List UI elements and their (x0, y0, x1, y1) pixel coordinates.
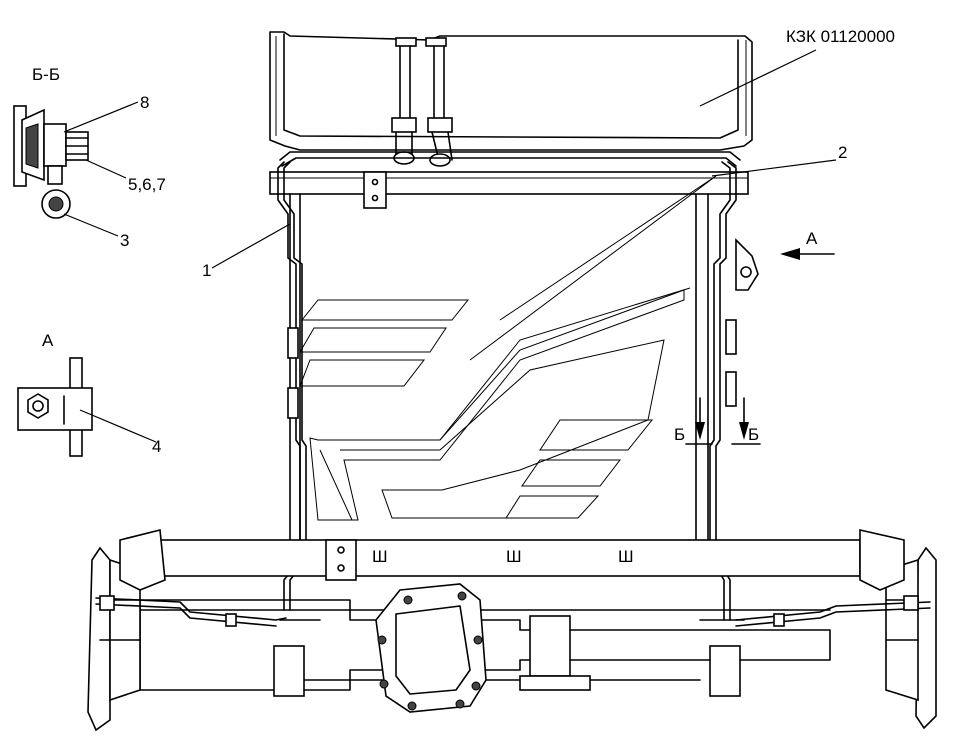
filler-pipes (391, 37, 453, 167)
callout-4: 4 (152, 437, 161, 456)
callout-3: 3 (120, 231, 129, 250)
section-title: Б-Б (32, 65, 60, 84)
radiator-frame (269, 151, 749, 561)
section-markers: Б Б (674, 397, 761, 445)
section-mark-left: Б (674, 425, 685, 444)
view-a-detail (17, 357, 93, 457)
part-number-label: КЗК 01120000 (786, 27, 895, 46)
axle-assembly: Ш Ш Ш (87, 528, 937, 732)
svg-text:Ш: Ш (372, 547, 388, 566)
section-detail (13, 105, 89, 219)
view-arrow-a: А (780, 229, 835, 260)
view-title: А (42, 331, 54, 350)
svg-text:Ш: Ш (506, 547, 522, 566)
callout-2: 2 (838, 143, 847, 162)
callout-8: 8 (140, 93, 149, 112)
leader-lines (63, 49, 837, 443)
view-arrow-label: А (806, 229, 818, 248)
callout-5-6-7: 5,6,7 (128, 175, 166, 194)
radiator-logo (299, 175, 717, 521)
callout-1: 1 (202, 261, 211, 280)
section-mark-right: Б (748, 425, 759, 444)
brake-lines (95, 595, 931, 627)
svg-text:Ш: Ш (618, 547, 634, 566)
tank-body (269, 31, 753, 151)
